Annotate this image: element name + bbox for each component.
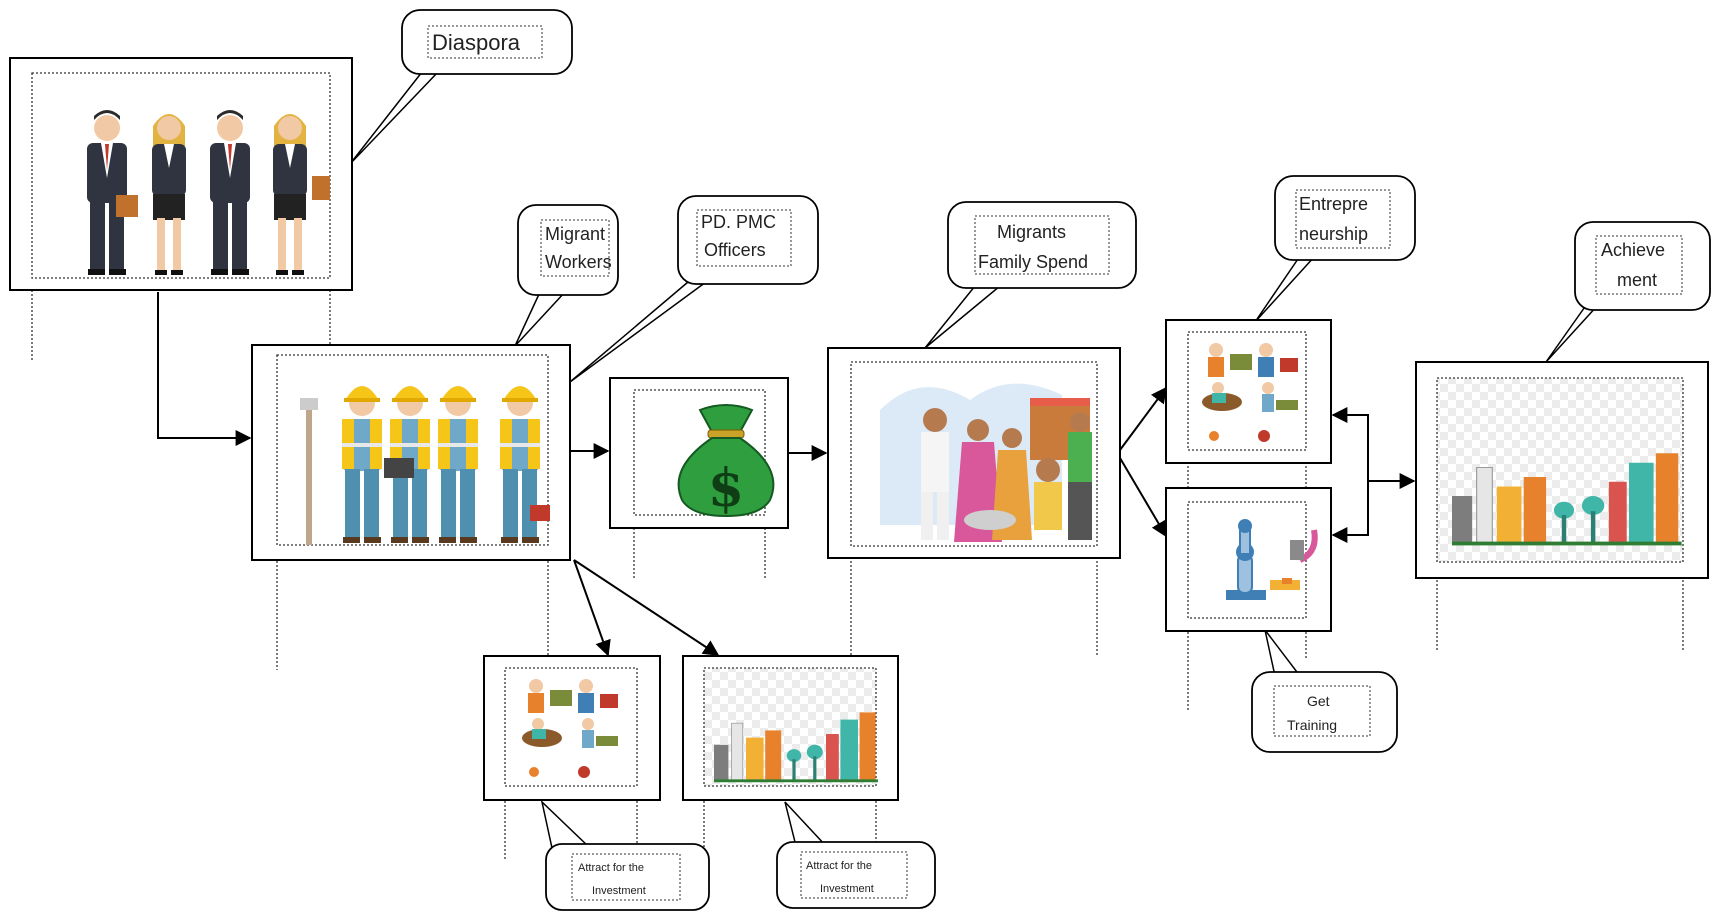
callout-migrant-workers-line1: Migrant <box>545 224 605 244</box>
node-family-spend <box>827 347 1121 559</box>
connectors <box>157 292 1416 657</box>
arrow-workers-to-investment-2 <box>573 559 720 656</box>
callout-diaspora-text: Diaspora <box>432 30 521 55</box>
callout-family-spend-line1: Migrants <box>997 222 1066 242</box>
construction-workers-illustration <box>300 386 550 545</box>
callout-pd-pmc-line1: PD. PMC <box>701 212 776 232</box>
callout-migrant-workers-line2: Workers <box>545 252 612 272</box>
callout-get-training: Get Training <box>1251 671 1398 753</box>
callout-attract-investment-1: Attract for the Investment <box>545 843 710 911</box>
callout-achievement-line2: ment <box>1617 270 1657 290</box>
callout-achievement-line1: Achieve <box>1601 240 1665 260</box>
callout-entrepreneurship: Entrepre neurship <box>1274 175 1416 261</box>
arrow-bidirectional-business-achievement <box>1331 407 1369 543</box>
business-people-illustration <box>87 110 330 275</box>
svg-text:$: $ <box>708 458 744 519</box>
arrow-family-to-training <box>1119 457 1167 538</box>
callout-family-spend-line2: Family Spend <box>978 252 1088 272</box>
arrow-diaspora-to-workers <box>157 292 252 446</box>
callout-pd-pmc-officers: PD. PMC Officers <box>677 195 819 285</box>
callout-investment-1-line2: Investment <box>592 885 646 897</box>
callout-entrepreneurship-line2: neurship <box>1299 224 1368 244</box>
callout-investment-1-line1: Attract for the <box>578 862 644 874</box>
arrow-workers-to-investment-1 <box>573 559 611 657</box>
money-bag-icon: $ <box>677 404 775 519</box>
node-investment-1 <box>483 655 661 801</box>
node-money: $ <box>609 377 789 529</box>
callout-migrants-family-spend: Migrants Family Spend <box>947 201 1137 289</box>
family-market-illustration <box>880 383 1092 542</box>
node-migrant-workers <box>251 344 571 561</box>
callout-investment-2-line1: Attract for the <box>806 860 872 872</box>
callout-achievement: Achieve ment <box>1574 221 1711 311</box>
callout-migrant-workers: Migrant Workers <box>517 204 619 296</box>
callout-get-training-line2: Training <box>1287 717 1337 733</box>
node-investment-2 <box>682 655 899 801</box>
node-entrepreneurship <box>1165 319 1332 464</box>
callout-investment-2-line2: Investment <box>820 883 874 895</box>
node-diaspora <box>9 57 353 291</box>
robotic-arm-icon <box>1226 519 1318 600</box>
node-achievement <box>1415 361 1709 579</box>
callout-get-training-line1: Get <box>1307 693 1330 709</box>
node-training <box>1165 487 1332 632</box>
arrow-family-to-entrepreneurship <box>1119 386 1167 451</box>
callout-attract-investment-2: Attract for the Investment <box>776 841 936 909</box>
callout-diaspora: Diaspora <box>401 9 573 75</box>
callout-pd-pmc-line2: Officers <box>704 240 766 260</box>
callout-entrepreneurship-line1: Entrepre <box>1299 194 1368 214</box>
